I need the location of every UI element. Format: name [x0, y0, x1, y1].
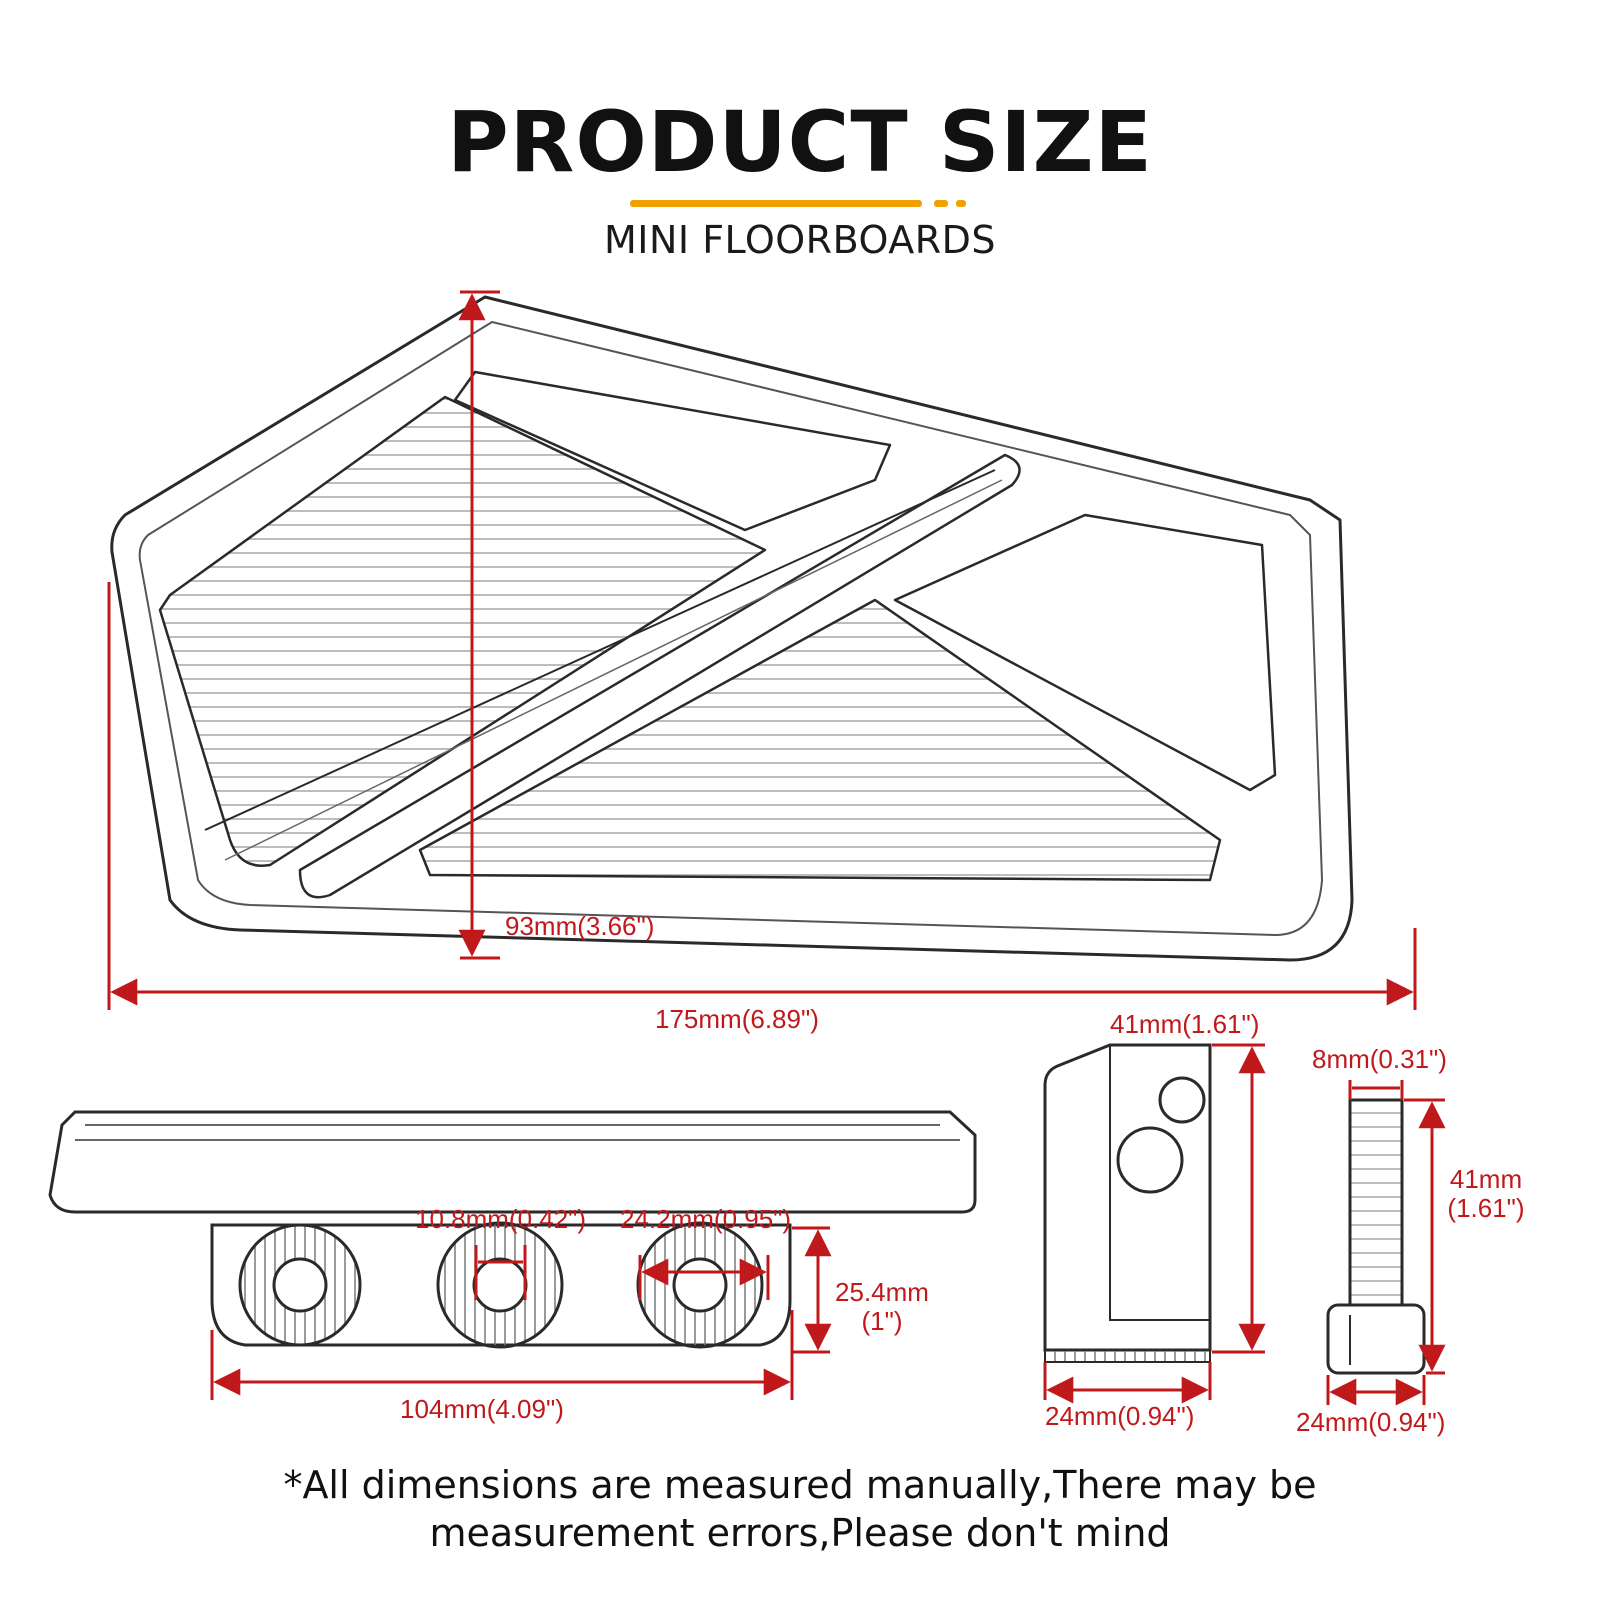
title-underline: [630, 200, 970, 208]
label-board-height: 93mm(3.66"): [505, 911, 655, 941]
floorboard-top-view: [110, 295, 1354, 962]
cutout-upper: [453, 370, 892, 532]
label-bolt-diameter: 8mm(0.31"): [1312, 1044, 1447, 1074]
disclaimer-line-2: measurement errors,Please don't mind: [429, 1511, 1171, 1555]
block-inner: [1109, 1045, 1210, 1321]
bolt-head: [1326, 1303, 1426, 1375]
block-teeth: [1044, 1349, 1211, 1363]
mounting-block: [1043, 1043, 1212, 1363]
label-block-height: 41mm(1.61"): [1110, 1009, 1260, 1039]
block-hole-upper: [1158, 1076, 1206, 1124]
underline-dash-1: [934, 200, 948, 207]
bolt-shank: [1348, 1098, 1404, 1307]
washer-2-hole: [472, 1257, 528, 1313]
label-bolt-length-line1: 41mm: [1449, 1164, 1523, 1194]
label-bolt-length: 41mm (1.61"): [1436, 1165, 1536, 1222]
bracket-washers: [238, 1221, 764, 1349]
label-bolt-head-width: 24mm(0.94"): [1296, 1407, 1446, 1437]
rib-pad-right: [418, 598, 1222, 882]
bracket-plate: [210, 1223, 792, 1347]
cutout-right: [893, 513, 1277, 792]
label-washer-diameter: 24.2mm(0.95"): [620, 1204, 792, 1234]
underline-dash-2: [956, 200, 966, 207]
label-bolt-length-line2: (1.61"): [1447, 1192, 1525, 1223]
bolt: [1326, 1098, 1426, 1375]
label-block-width: 24mm(0.94"): [1045, 1401, 1195, 1431]
diagonal-stripe: [204, 469, 996, 831]
board-side-top: [75, 1124, 960, 1141]
label-bracket-height-line1: 25.4mm: [835, 1277, 929, 1307]
page-title: PRODUCT SIZE: [447, 93, 1153, 191]
label-board-length: 175mm(6.89"): [655, 1004, 819, 1034]
label-bracket-length: 104mm(4.09"): [400, 1394, 564, 1424]
floorboard-inner-rim: [138, 321, 1323, 936]
label-bracket-height-line2: (1"): [861, 1305, 903, 1336]
label-hole-diameter: 10.8mm(0.42"): [415, 1204, 587, 1234]
block-hole-lower: [1116, 1126, 1184, 1194]
disclaimer-line-1: *All dimensions are measured manually,Th…: [283, 1463, 1317, 1507]
page-subtitle: MINI FLOORBOARDS: [603, 218, 997, 262]
underline-main: [630, 200, 922, 207]
board-side-edge: [48, 1110, 977, 1214]
label-bracket-height: 25.4mm (1"): [826, 1278, 938, 1335]
block-outline: [1043, 1043, 1212, 1352]
diagonal-stripe-2: [224, 479, 1003, 861]
washer-3-hole: [672, 1257, 728, 1313]
dimension-lines: [107, 290, 1446, 1406]
floorboard-outline: [110, 295, 1354, 962]
washer-1-hole: [272, 1257, 328, 1313]
